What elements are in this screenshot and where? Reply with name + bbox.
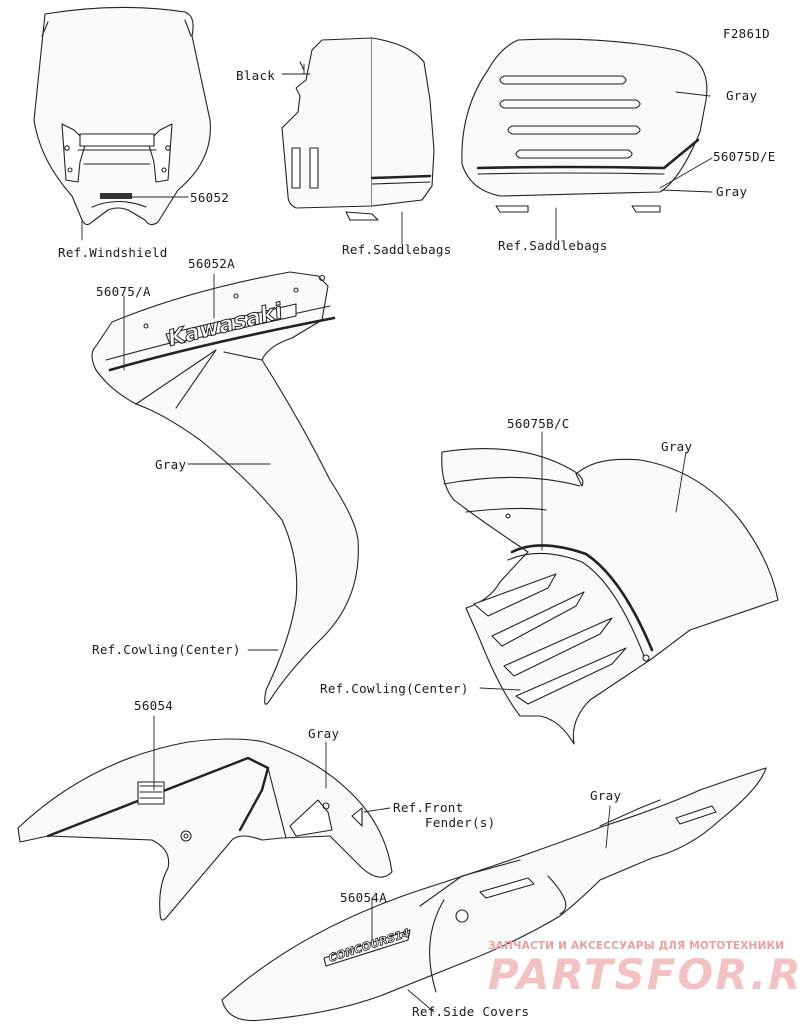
windshield-drawing xyxy=(33,6,211,226)
cowling-right-drawing xyxy=(441,448,779,745)
saddlebag-right-drawing xyxy=(461,38,708,213)
saddlebag-left-drawing xyxy=(281,37,435,221)
saddlebag-right-bottom-color-label: Gray xyxy=(716,184,748,199)
cowl-right-color-label: Gray xyxy=(661,439,693,454)
side-part-label: 56054A xyxy=(340,890,387,905)
saddlebag-left-color-label: Black xyxy=(236,68,276,83)
side-color-label: Gray xyxy=(590,788,622,803)
saddlebag-left-ref-label: Ref.Saddlebags xyxy=(342,242,452,257)
windshield-part-label: 56052 xyxy=(190,190,230,205)
front-fender-drawing xyxy=(17,738,393,921)
watermark-tagline: ЗАПЧАСТИ И АКСЕССУАРЫ ДЛЯ МОТОТЕХНИКИ xyxy=(488,940,785,952)
saddlebag-right-ref-label: Ref.Saddlebags xyxy=(498,238,608,253)
fender-ref-line2-label: Fender(s) xyxy=(425,815,496,830)
side-cover-drawing xyxy=(221,767,767,1022)
cowl-left-ref-label: Ref.Cowling(Center) xyxy=(92,642,241,657)
figure-code: F2861D xyxy=(723,26,770,41)
cowl-left-color-label: Gray xyxy=(155,457,187,472)
fender-part-label: 56054 xyxy=(134,698,174,713)
cowl-left-part-a-label: 56075/A xyxy=(96,284,151,299)
fender-color-label: Gray xyxy=(308,726,340,741)
fender-ref-line1-label: Ref.Front xyxy=(393,800,464,815)
saddlebag-right-top-color-label: Gray xyxy=(726,88,758,103)
saddlebag-right-part-label: 56075D/E xyxy=(713,149,776,164)
cowl-left-part-b-label: 56052A xyxy=(188,256,235,271)
leader-lines xyxy=(81,63,713,1013)
windshield-ref-label: Ref.Windshield xyxy=(58,245,168,260)
cowling-left-drawing xyxy=(91,271,359,705)
cowl-right-part-label: 56075B/C xyxy=(507,416,570,431)
side-ref-label: Ref.Side Covers xyxy=(412,1004,530,1019)
watermark-brand: PARTSFOR.RU xyxy=(488,950,800,999)
cowl-right-ref-label: Ref.Cowling(Center) xyxy=(320,681,469,696)
